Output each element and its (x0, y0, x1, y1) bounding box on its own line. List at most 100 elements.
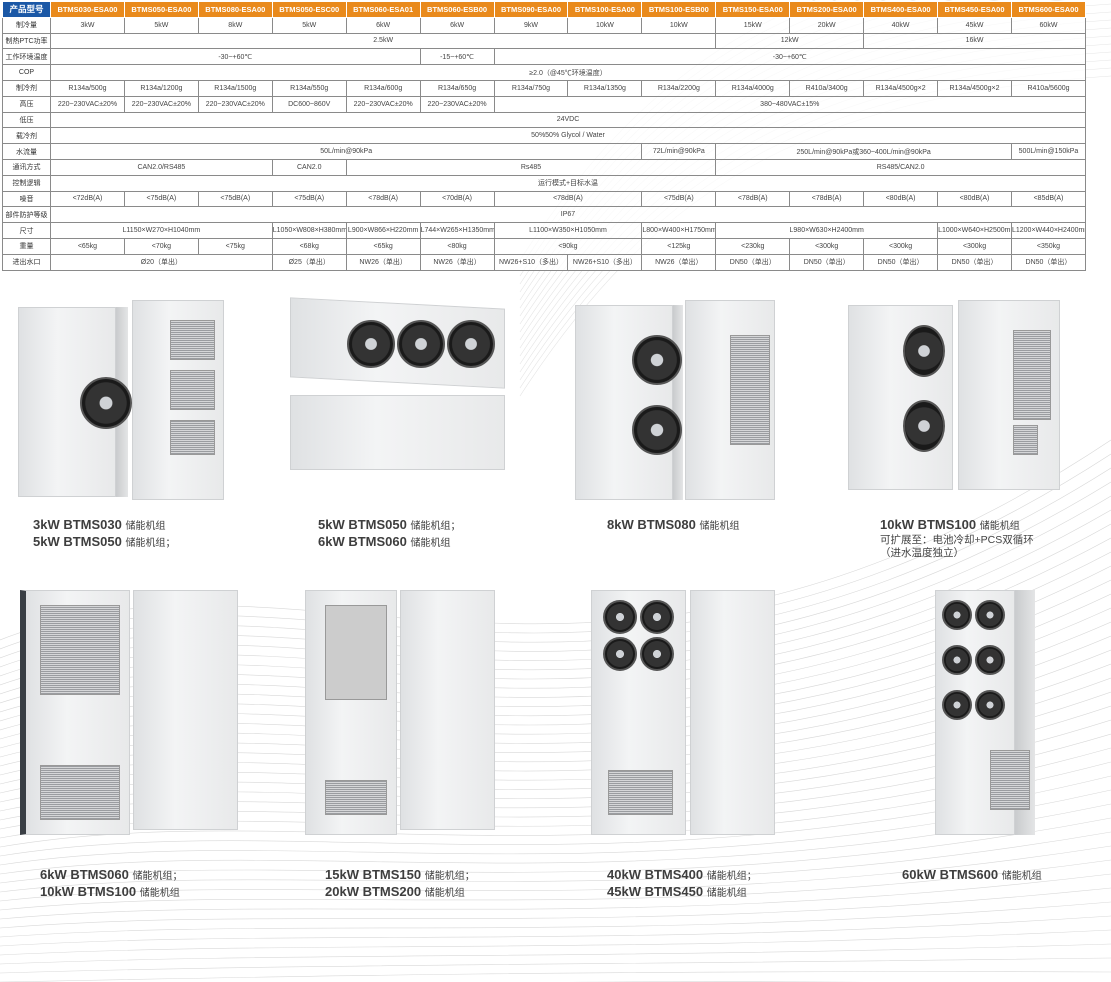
table-cell: L980×W630×H2400mm (715, 222, 939, 239)
table-cell: <78dB(A) (715, 190, 791, 208)
wave-line (0, 775, 1111, 857)
wave-line (0, 845, 1111, 902)
wave-line (0, 817, 1111, 884)
table-cell: Ø25（单出） (271, 253, 347, 271)
caption-model: 6kW BTMS060 (40, 867, 129, 882)
wave-line (0, 957, 1111, 974)
table-cell: <85dB(A) (1010, 190, 1087, 208)
caption-model: 15kW BTMS150 (325, 867, 422, 882)
row-label: 尺寸 (2, 222, 51, 239)
row-label: 低压 (2, 111, 51, 129)
table-cell: 220~230VAC±20% (50, 95, 125, 113)
table-cell: R134a/500g (50, 79, 125, 97)
table-cell: <80dB(A) (863, 190, 939, 208)
table-cell: Rs485 (345, 158, 717, 176)
table-cell: 15kW (715, 16, 791, 34)
product-caption: 60kW BTMS600 储能机组 (902, 867, 1042, 884)
fan-icon (640, 600, 674, 634)
table-cell: <300kg (863, 237, 939, 255)
caption-suffix: 储能机组 (125, 521, 166, 532)
fan-icon (603, 600, 637, 634)
table-cell: R134a/1350g (567, 79, 643, 97)
table-cell: L1000×W640×H2500mm (937, 222, 1012, 239)
table-cell: <72dB(A) (50, 190, 125, 208)
table-cell: 220~230VAC±20% (123, 95, 199, 113)
row-label: COP (2, 64, 51, 81)
product-caption: 5kW BTMS050 储能机组； 6kW BTMS060 储能机组 (318, 517, 461, 551)
model-header: BTMS200-ESA00 (789, 1, 865, 18)
row-label: 制冷量 (2, 16, 51, 34)
row-label: 噪音 (2, 190, 51, 208)
wave-line (0, 929, 1111, 956)
table-cell: <80dB(A) (937, 190, 1012, 208)
caption-model: 6kW BTMS060 (318, 534, 407, 549)
wave-line (0, 915, 1111, 947)
fan-icon (903, 400, 945, 452)
table-cell: R134a/4500g×2 (863, 79, 939, 97)
table-cell: NW26（单出） (641, 253, 717, 271)
table-row: 噪音<72dB(A)<75dB(A)<75dB(A)<75dB(A)<78dB(… (2, 190, 1087, 208)
table-cell: R134a/750g (493, 79, 569, 97)
fan-icon (942, 645, 972, 675)
table-cell: R134a/4000g (715, 79, 791, 97)
table-cell: <75dB(A) (197, 190, 273, 208)
table-cell: <80kg (419, 237, 495, 255)
table-cell: R134a/550g (271, 79, 347, 97)
table-cell: 2.5kW (49, 32, 717, 50)
wave-line (0, 859, 1111, 911)
product-image-btms100 (848, 295, 1088, 505)
fan-icon (632, 405, 682, 455)
table-cell: R410a/3400g (789, 79, 865, 97)
wave-line (0, 789, 1111, 866)
caption-model: 5kW BTMS050 (33, 534, 122, 549)
table-cell: 10kW (567, 16, 643, 34)
table-cell: NW26（单出） (419, 253, 495, 271)
table-cell: -30~+60℃ (493, 48, 1087, 66)
table-cell: <70kg (123, 237, 199, 255)
row-label: 水流量 (2, 143, 51, 160)
table-row: 工作环境温度-30~+60℃-15~+60℃-30~+60℃ (2, 48, 1087, 66)
table-cell: L800×W400×H1750mm (641, 222, 717, 239)
wave-line (0, 831, 1111, 893)
model-header: BTMS450-ESA00 (937, 1, 1012, 18)
table-cell: -30~+60℃ (50, 48, 421, 66)
table-cell: 10kW (641, 16, 717, 34)
fan-icon (975, 600, 1005, 630)
caption-model: 60kW BTMS600 (902, 867, 999, 882)
table-cell: CAN2.0/RS485 (50, 158, 273, 176)
row-label: 制热PTC功率 (2, 32, 51, 50)
table-cell: 380~480VAC±15% (493, 95, 1087, 113)
product-image-btms080 (570, 295, 795, 505)
row-label: 重量 (2, 237, 51, 255)
product-caption: 3kW BTMS030 储能机组 5kW BTMS050 储能机组； (33, 517, 176, 551)
table-cell: <90kg (493, 237, 643, 255)
table-cell: NW26+S10（多出） (567, 253, 643, 271)
fan-icon (942, 690, 972, 720)
caption-suffix: 储能机组； (410, 521, 461, 532)
table-cell: 220~230VAC±20% (345, 95, 421, 113)
table-cell: 45kW (937, 16, 1012, 34)
model-header: BTMS100-ESA00 (567, 1, 643, 18)
table-cell: <78dB(A) (789, 190, 865, 208)
row-label: 载冷剂 (2, 127, 51, 145)
table-cell: DN50（单出） (1010, 253, 1087, 271)
caption-suffix: 储能机组 (1001, 871, 1042, 882)
table-cell: <350kg (1010, 237, 1087, 255)
caption-suffix: 储能机组； (706, 871, 757, 882)
row-label: 工作环境温度 (2, 48, 51, 66)
caption-model: 10kW BTMS100 (40, 884, 137, 899)
product-caption: 10kW BTMS100 储能机组 可扩展至：电池冷却+PCS双循环 （进水温度… (880, 517, 1034, 560)
caption-model: 20kW BTMS200 (325, 884, 422, 899)
product-image-btms030 (10, 295, 240, 505)
table-cell: <75dB(A) (271, 190, 347, 208)
table-cell: R134a/4500g×2 (937, 79, 1012, 97)
